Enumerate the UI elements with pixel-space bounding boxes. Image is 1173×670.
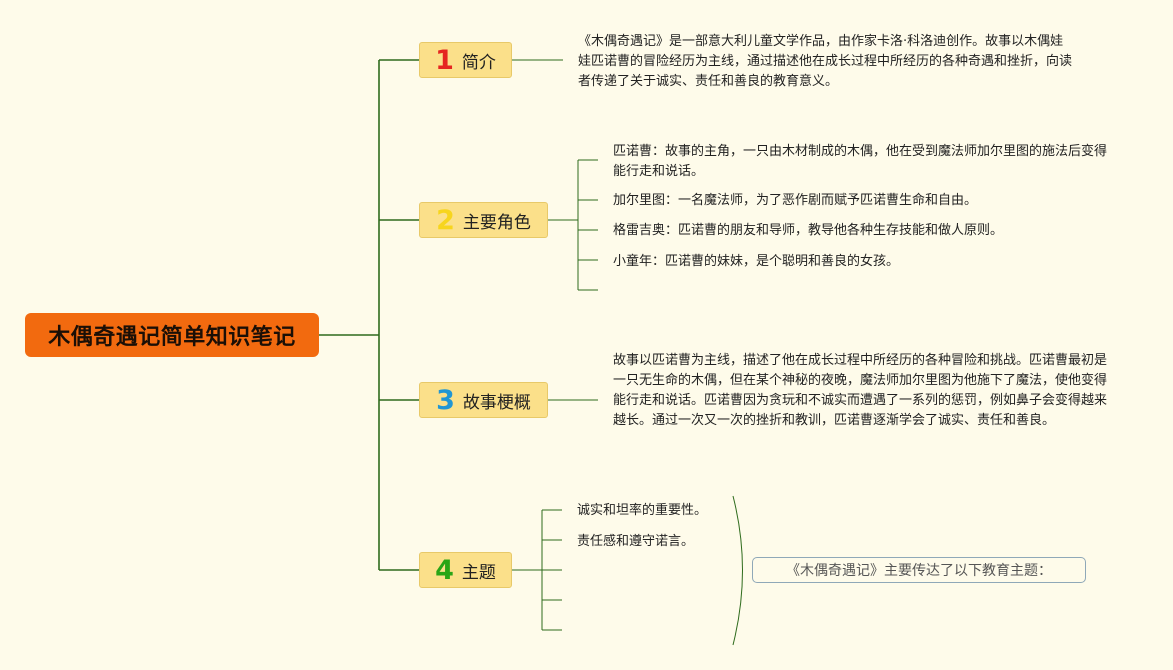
themes-summary-text: 《木偶奇遇记》主要传达了以下教育主题： xyxy=(786,563,1052,579)
branch-themes[interactable]: 4 主题 xyxy=(419,552,512,588)
themes-summary-callout[interactable]: 《木偶奇遇记》主要传达了以下教育主题： xyxy=(752,557,1086,583)
branch-themes-label: 主题 xyxy=(461,562,496,583)
character-magician[interactable]: 加尔里图：一名魔法师，为了恶作剧而赋予匹诺曹生命和自由。 xyxy=(613,193,978,208)
synopsis-text[interactable]: 故事以匹诺曹为主线，描述了他在成长过程中所经历的各种冒险和挑战。匹诺曹最初是一只… xyxy=(613,353,1108,428)
character-sister[interactable]: 小童年：匹诺曹的妹妹，是个聪明和善良的女孩。 xyxy=(613,254,900,269)
branch-synopsis[interactable]: 3 故事梗概 xyxy=(419,382,548,418)
number-1-icon: 1 xyxy=(435,44,454,76)
branch-intro[interactable]: 1 简介 xyxy=(419,42,512,78)
branch-characters[interactable]: 2 主要角色 xyxy=(419,202,548,238)
theme-responsibility[interactable]: 责任感和遵守诺言。 xyxy=(577,534,695,549)
number-4-icon: 4 xyxy=(435,554,454,586)
intro-text[interactable]: 《木偶奇遇记》是一部意大利儿童文学作品，由作家卡洛·科洛迪创作。故事以木偶娃娃匹… xyxy=(578,34,1073,89)
summary-brace xyxy=(732,495,743,646)
branch-intro-label: 简介 xyxy=(461,52,496,73)
number-3-icon: 3 xyxy=(436,384,455,416)
root-topic[interactable]: 木偶奇遇记简单知识笔记 xyxy=(25,313,319,357)
character-pinocchio[interactable]: 匹诺曹：故事的主角，一只由木材制成的木偶，他在受到魔法师加尔里图的施法后变得能行… xyxy=(613,144,1108,179)
branch-characters-label: 主要角色 xyxy=(462,212,531,233)
root-title: 木偶奇遇记简单知识笔记 xyxy=(48,325,296,350)
character-mentor[interactable]: 格雷吉奥：匹诺曹的朋友和导师，教导他各种生存技能和做人原则。 xyxy=(613,223,1004,238)
branch-synopsis-label: 故事梗概 xyxy=(462,392,531,413)
theme-honesty[interactable]: 诚实和坦率的重要性。 xyxy=(577,503,708,518)
number-2-icon: 2 xyxy=(436,204,455,236)
